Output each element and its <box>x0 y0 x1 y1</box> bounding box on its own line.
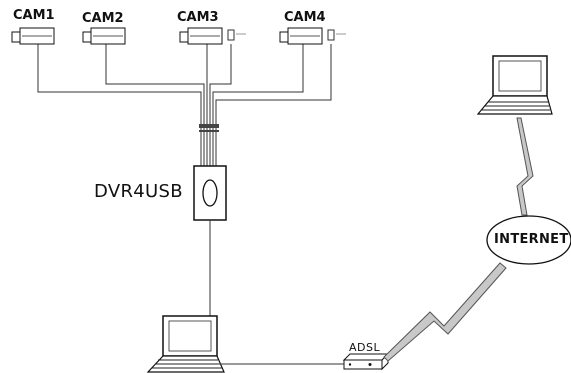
cam1-label: CAM1 <box>13 8 55 23</box>
cam4-label: CAM4 <box>284 10 326 25</box>
camera-cam1 <box>11 27 55 45</box>
laptop-icon <box>146 315 225 373</box>
cable-connectors <box>199 124 219 132</box>
dvr-label: DVR4USB <box>94 181 183 202</box>
cam2-label: CAM2 <box>82 11 124 26</box>
cam4-cable <box>212 44 304 166</box>
camera-cam4-sensor <box>327 29 346 41</box>
laptop-icon <box>476 55 553 115</box>
connector <box>199 130 219 132</box>
cctv-camera-icon <box>279 27 323 45</box>
cam1-cable <box>37 44 202 166</box>
cam2-cable <box>105 44 205 166</box>
connector <box>199 124 219 128</box>
cam4-aux-cable <box>215 44 332 166</box>
internet-label: INTERNET <box>494 232 569 247</box>
internet-ellipse-icon <box>486 215 571 265</box>
adsl-to-internet-wireless <box>383 262 507 362</box>
adsl-modem-icon <box>342 352 390 371</box>
cctv-camera-icon <box>179 27 223 45</box>
cam-to-dvr-cables <box>37 44 332 166</box>
dvr-box-icon <box>193 165 227 221</box>
camera-cam3 <box>179 27 223 45</box>
cctv-camera-icon <box>82 27 126 45</box>
cctv-camera-icon <box>11 27 55 45</box>
camera-cam4 <box>279 27 323 45</box>
camera-cam2 <box>82 27 126 45</box>
cam3-label: CAM3 <box>177 10 219 25</box>
adsl-label: ADSL <box>349 341 381 354</box>
camera-cam3-sensor <box>227 29 246 41</box>
internet-to-remote-wireless <box>516 117 534 216</box>
